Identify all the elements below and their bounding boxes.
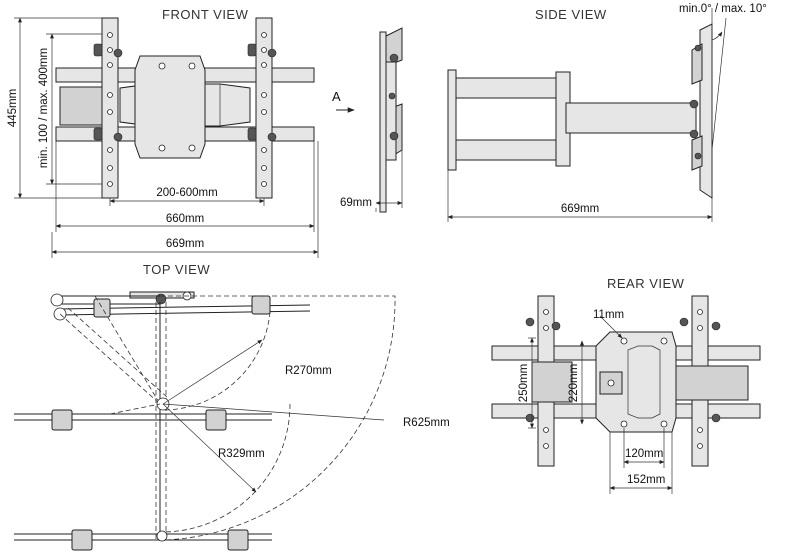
top-view: TOP VIEW bbox=[14, 262, 450, 551]
top-radius-1-dim: R270mm bbox=[285, 365, 332, 377]
top-radius-2-dim: R329mm bbox=[218, 448, 265, 460]
top-bracket-left-middle bbox=[51, 409, 73, 431]
rear-view-title: REAR VIEW bbox=[607, 276, 685, 291]
front-view: FRONT VIEW bbox=[7, 7, 319, 258]
rear-width-2-dim: 152mm bbox=[627, 474, 665, 486]
side-a-depth-dim: 69mm bbox=[340, 197, 372, 209]
top-bracket-left-upper bbox=[93, 298, 111, 318]
top-bracket-left-lower bbox=[71, 529, 93, 551]
side-upper-arm bbox=[455, 77, 567, 99]
side-wall-plate bbox=[447, 69, 457, 171]
rear-height-2-dim: 220mm bbox=[568, 364, 580, 402]
front-arm-width-dim: 660mm bbox=[166, 213, 204, 225]
top-bracket-right-lower bbox=[227, 529, 249, 551]
front-total-width-dim: 669mm bbox=[166, 238, 204, 250]
side-extension-dim: 669mm bbox=[561, 203, 599, 215]
arc-r625 bbox=[160, 295, 396, 541]
view-arrow-label: A bbox=[332, 89, 341, 104]
front-height-dim: 445mm bbox=[7, 89, 19, 127]
front-left-bracket bbox=[101, 17, 119, 199]
front-wall-plate bbox=[134, 55, 206, 159]
rear-width-1-dim: 120mm bbox=[625, 448, 663, 460]
side-tilt-dim: min.0° / max. 10° bbox=[679, 3, 767, 15]
side-view-a: A 69mm bbox=[332, 27, 403, 213]
rear-view: REAR VIEW 11mm 250mm 220mm bbox=[491, 276, 761, 494]
top-bracket-right-middle bbox=[205, 409, 227, 431]
top-radius-3-dim: R625mm bbox=[403, 417, 450, 429]
side-lower-arm bbox=[455, 139, 567, 161]
top-view-title: TOP VIEW bbox=[143, 262, 210, 277]
rear-hole-dim: 11mm bbox=[593, 309, 624, 321]
rear-wall-plate bbox=[595, 331, 677, 433]
front-view-title: FRONT VIEW bbox=[162, 7, 249, 22]
front-right-bracket bbox=[255, 17, 273, 199]
side-outer-arm bbox=[565, 102, 697, 134]
top-bracket-right-upper bbox=[251, 295, 271, 315]
rear-arm-right bbox=[675, 365, 749, 401]
side-view-title: SIDE VIEW bbox=[535, 7, 607, 22]
side-view: SIDE VIEW min.0° / max. 10° 669mm bbox=[447, 3, 767, 222]
front-vesa-vertical-dim: min. 100 / max. 400mm bbox=[38, 48, 50, 168]
front-bracket-spacing-dim: 200-600mm bbox=[156, 187, 217, 199]
rear-arm-left bbox=[531, 361, 573, 403]
rear-height-1-dim: 250mm bbox=[518, 364, 530, 402]
side-a-tv-plate bbox=[379, 31, 387, 213]
arc-r329 bbox=[162, 403, 291, 533]
arc-r270 bbox=[162, 311, 271, 411]
